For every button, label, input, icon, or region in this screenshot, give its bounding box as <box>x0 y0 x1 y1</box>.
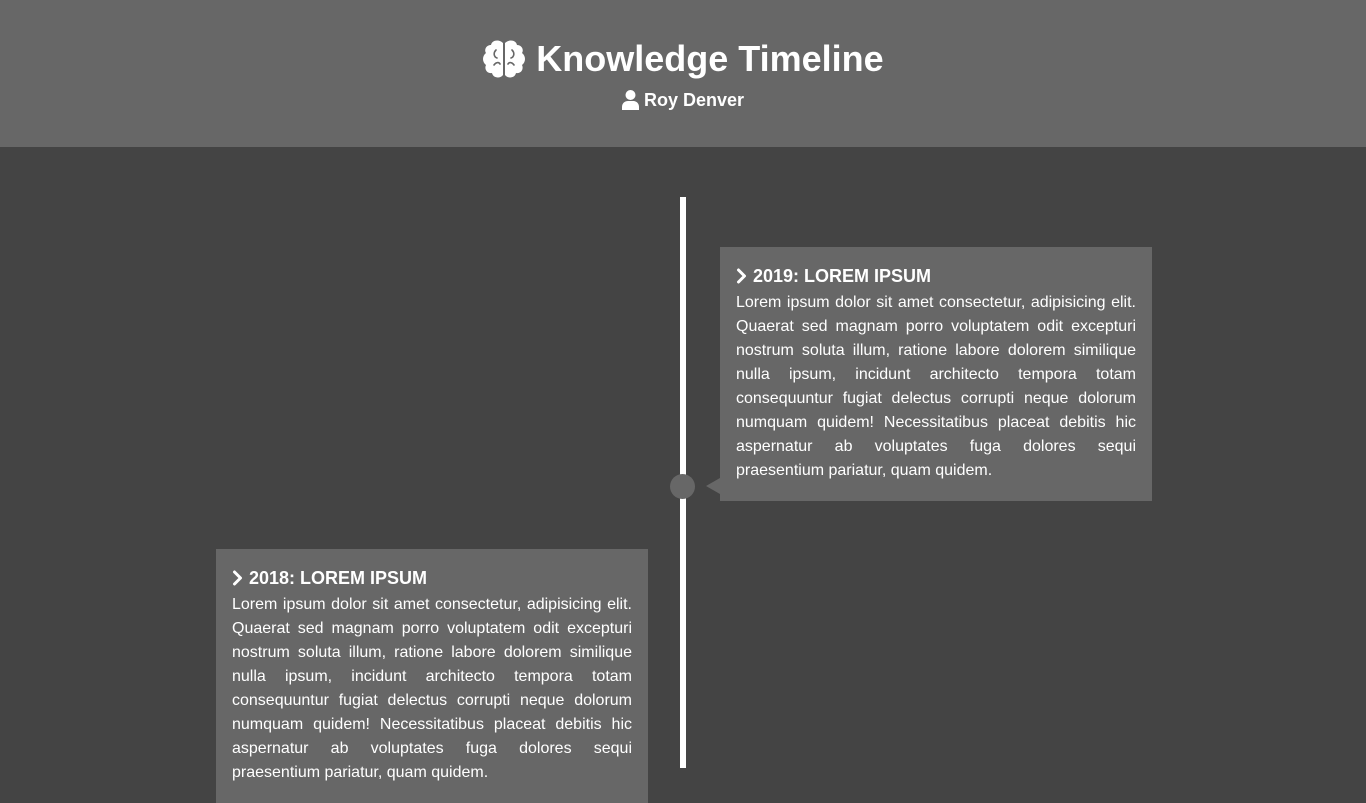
entry-heading: 2019: LOREM IPSUM <box>736 265 1136 287</box>
chevron-right-icon <box>737 268 746 284</box>
author-row: Roy Denver <box>0 88 1366 112</box>
title-row: Knowledge Timeline <box>0 36 1366 82</box>
entry-body: Lorem ipsum dolor sit amet consectetur, … <box>736 294 1136 479</box>
card-pointer <box>706 478 720 494</box>
timeline-entry-2019: 2019: LOREM IPSUM Lorem ipsum dolor sit … <box>720 247 1152 501</box>
user-icon <box>621 90 639 110</box>
chevron-right-icon <box>233 570 242 586</box>
author-name: Roy Denver <box>643 90 745 110</box>
brain-icon <box>483 40 526 78</box>
entry-title: 2018: LOREM IPSUM <box>249 568 428 588</box>
entry-heading: 2018: LOREM IPSUM <box>232 567 632 589</box>
page-title: Knowledge Timeline <box>536 38 884 79</box>
page-header: Knowledge Timeline Roy Denver <box>0 0 1366 147</box>
timeline-dot <box>670 474 695 499</box>
entry-title: 2019: LOREM IPSUM <box>753 266 932 286</box>
entry-body: Lorem ipsum dolor sit amet consectetur, … <box>232 596 632 781</box>
timeline-entry-2018: 2018: LOREM IPSUM Lorem ipsum dolor sit … <box>216 549 648 803</box>
